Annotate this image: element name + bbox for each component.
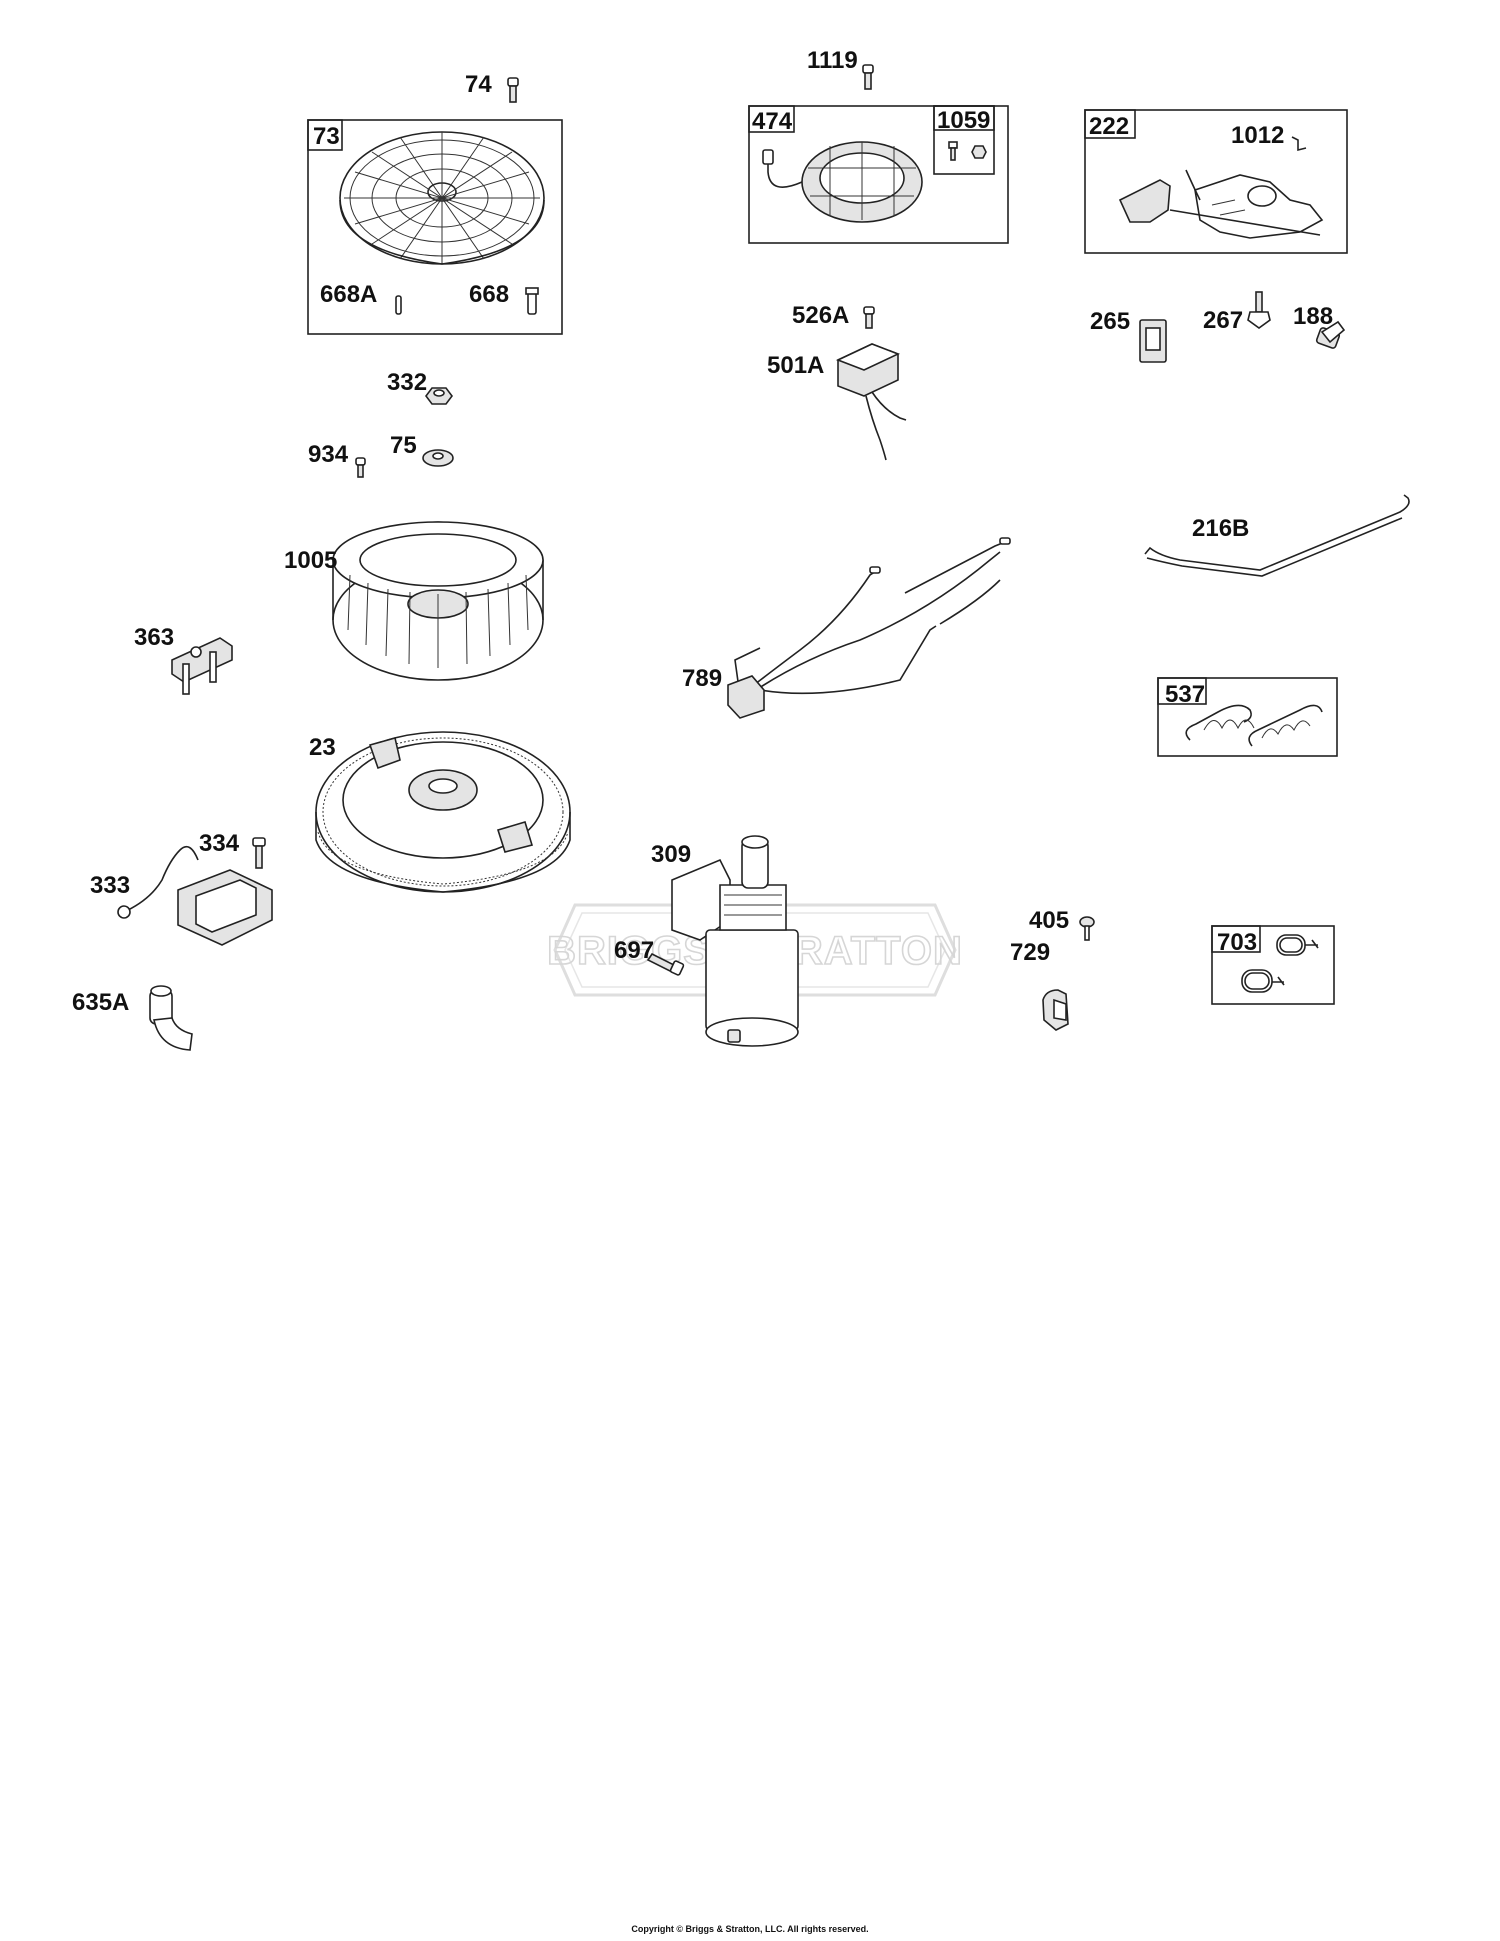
nut-332-drawing [425,387,453,405]
label-934: 934 [308,441,349,468]
label-537: 537 [1165,681,1205,708]
label-309: 309 [651,841,691,868]
part-box-222 [1084,109,1348,254]
bolt-334-drawing [252,837,266,869]
clip-1012-drawing [1291,136,1307,152]
part-box-703 [1211,925,1335,1005]
alternator-474-drawing [762,141,923,223]
part-box-474 [748,105,1009,244]
label-216B: 216B [1192,515,1249,542]
clamp-703-drawing [1241,934,1319,993]
part-tag-box-73 [307,119,343,151]
spring-537-drawing [1185,704,1323,747]
hardware-1059-drawing [948,141,987,161]
screw-934-drawing [355,457,366,478]
label-1005: 1005 [284,547,337,574]
screw-405-drawing [1079,916,1095,941]
control-222-drawing [1118,169,1324,239]
fan-1005-drawing [332,521,544,681]
label-333: 333 [90,872,130,899]
label-75: 75 [390,432,417,459]
label-363: 363 [134,624,174,651]
label-188: 188 [1293,303,1333,330]
flywheel-23-drawing [315,731,571,893]
label-73: 73 [313,123,340,150]
label-334: 334 [199,830,240,857]
label-267: 267 [1203,307,1243,334]
screw-1119-drawing [862,64,874,90]
label-332: 332 [387,369,427,396]
label-74: 74 [465,71,492,98]
label-697: 697 [614,937,654,964]
label-501A: 501A [767,352,824,379]
label-222: 222 [1089,113,1129,140]
part-tag-box-537 [1157,677,1207,705]
label-668A: 668A [320,281,377,308]
label-703: 703 [1217,929,1257,956]
callout-labels: 74 73 668A 668 332 934 75 1005 363 23 33… [72,47,1333,1016]
label-729: 729 [1010,939,1050,966]
part-box-73 [307,119,563,335]
part-box-537 [1157,677,1338,757]
clip-729-drawing [1042,989,1069,1031]
screw-267-drawing [1247,291,1271,329]
label-474: 474 [752,108,793,135]
clip-265-drawing [1139,319,1167,363]
part-tag-box-703 [1211,925,1261,953]
part-tag-box-1059 [933,105,995,131]
regulator-501A-drawing [835,343,907,461]
screw-526A-drawing [863,306,875,329]
label-265: 265 [1090,308,1130,335]
bolt-697-drawing [646,952,685,976]
label-526A: 526A [792,302,849,329]
label-405: 405 [1029,907,1069,934]
label-1012: 1012 [1231,122,1284,149]
bolt-188-drawing [1315,320,1346,349]
bolt-668-drawing [525,287,539,315]
boot-635A-drawing [149,985,193,1051]
label-635A: 635A [72,989,129,1016]
bracket-363-drawing [171,637,233,695]
harness-789-drawing [727,537,1011,719]
label-789: 789 [682,665,722,692]
starter-309-drawing [671,835,799,1047]
fan-screen-drawing [339,131,545,265]
label-1119: 1119 [807,47,858,74]
label-1059: 1059 [937,107,990,134]
copyright-notice: Copyright © Briggs & Stratton, LLC. All … [631,1924,869,1934]
screw-74-drawing [507,77,519,103]
label-668: 668 [469,281,509,308]
rod-216B-drawing [1144,494,1410,577]
washer-75-drawing [422,449,454,467]
label-23: 23 [309,734,336,761]
pin-668A-drawing [395,295,402,315]
part-tag-box-474 [748,105,795,133]
armature-333-drawing [117,845,273,946]
part-tag-box-222 [1084,109,1136,139]
